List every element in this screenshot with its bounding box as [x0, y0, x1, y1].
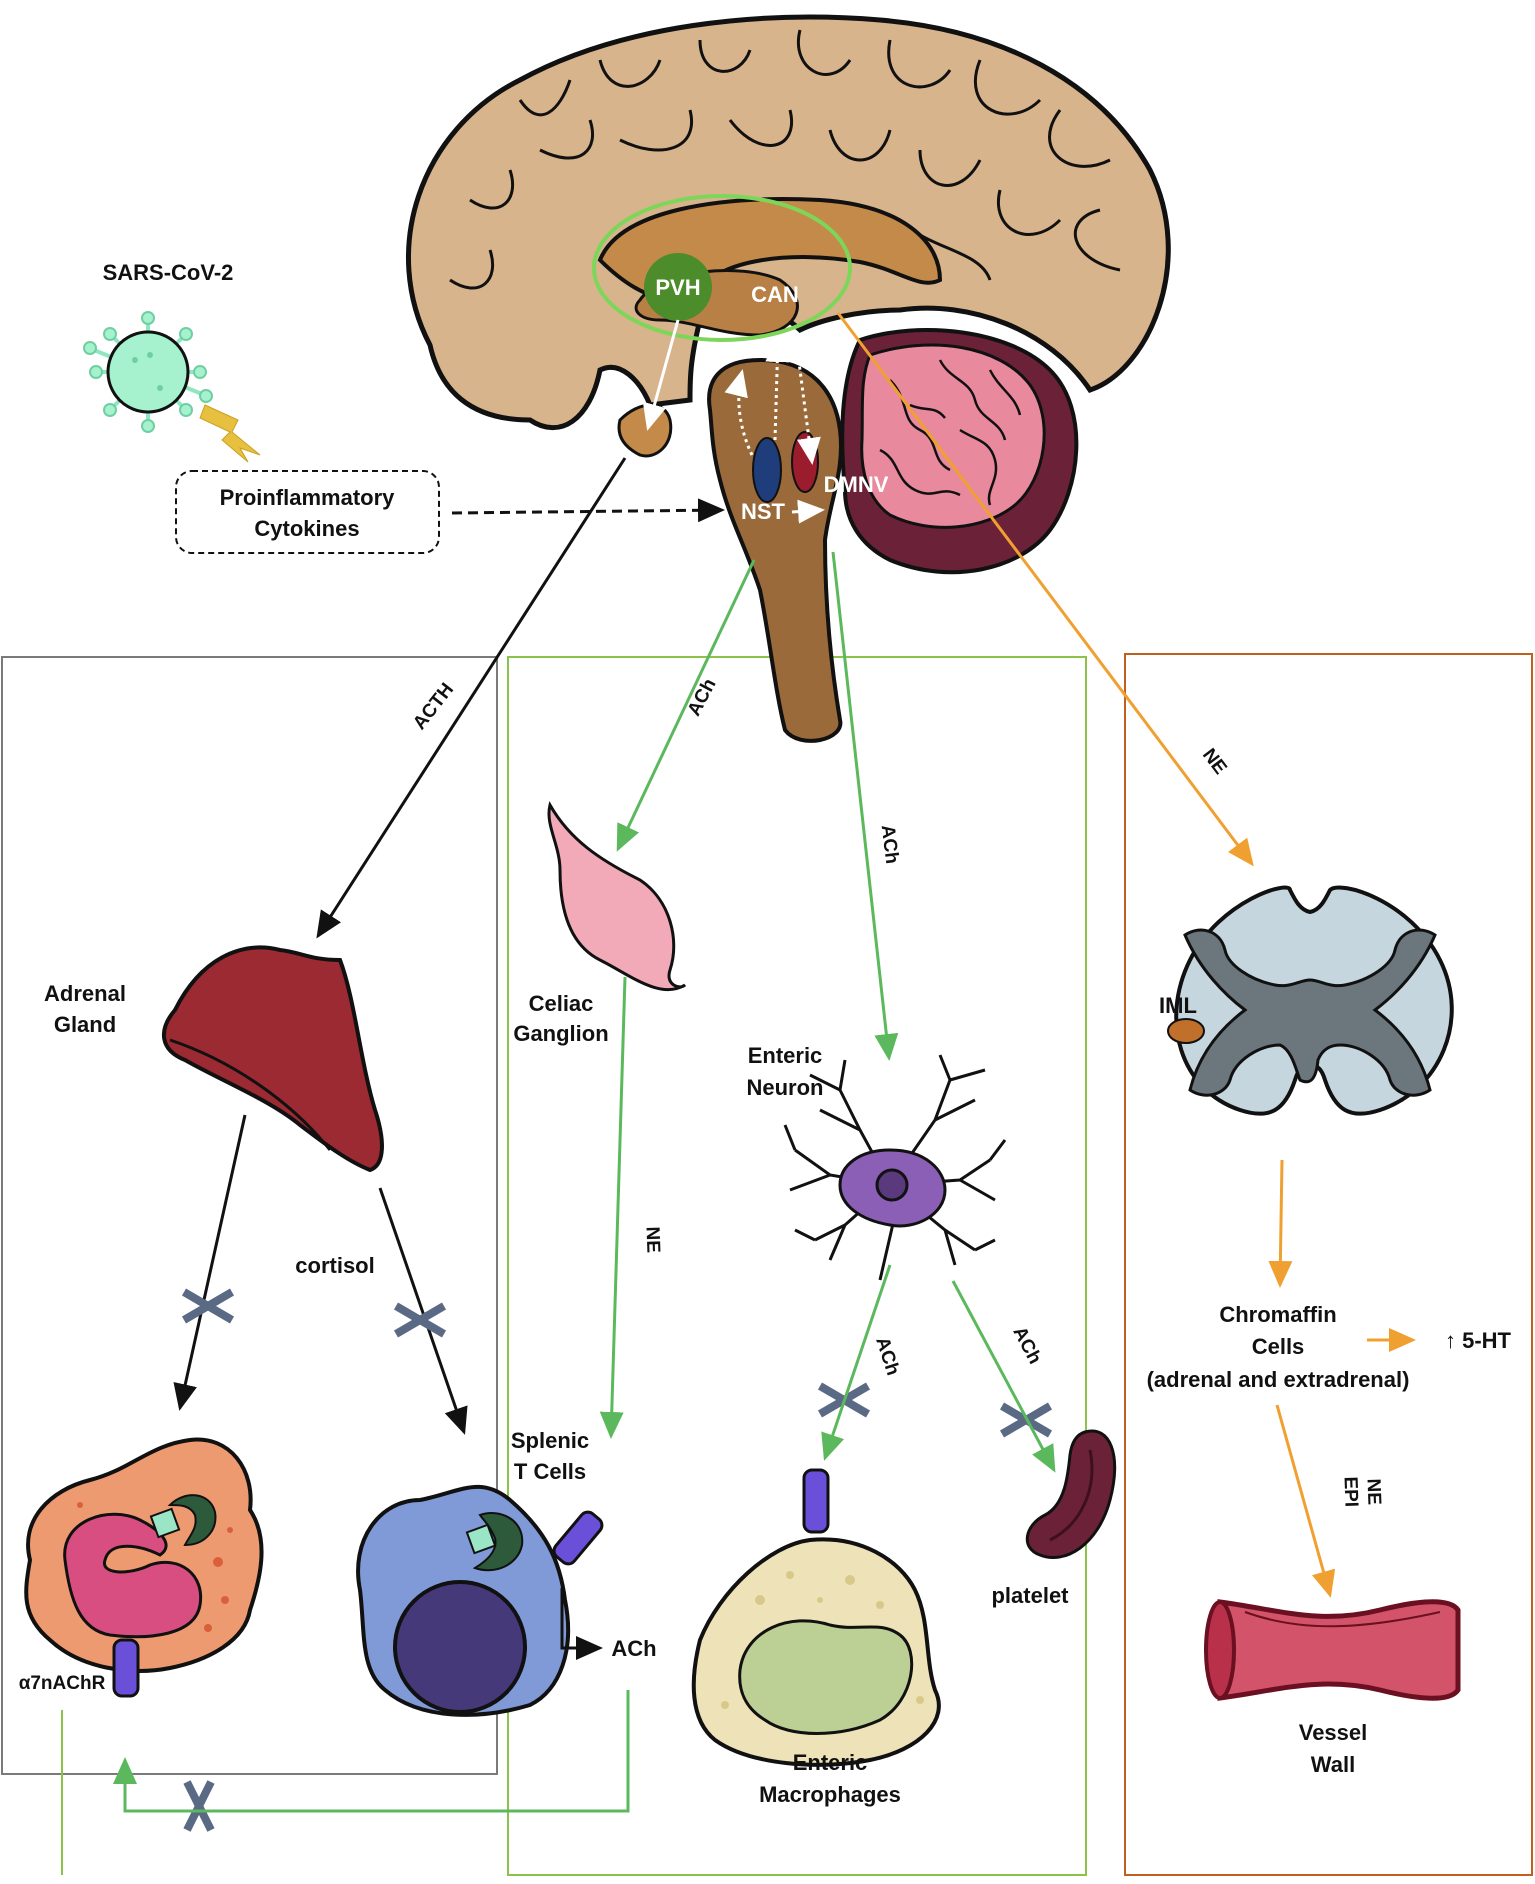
hypothalamus-outline: [592, 194, 852, 342]
serotonin-label: ↑ 5-HT: [1445, 1328, 1512, 1353]
sympathetic-pathway-box: [1124, 653, 1533, 1876]
cytokines-to-nst-arrow: [451, 498, 725, 523]
ach-celiac-label: ACh: [684, 675, 721, 719]
ach-tcell-label: ACh: [611, 1636, 656, 1661]
celiac-label-2: Ganglion: [513, 1021, 608, 1046]
cortisol-label: cortisol: [295, 1253, 374, 1278]
pvh-label: PVH: [655, 275, 700, 300]
nst-label: NST: [741, 499, 786, 524]
iml-nucleus: [1167, 1018, 1205, 1044]
receptor-channel: [112, 1638, 140, 1698]
dmnv-nucleus: [791, 431, 819, 493]
cytokines-box: [175, 470, 440, 554]
virus-spike-heads: [83, 311, 213, 433]
brain-gyri: [449, 29, 1121, 290]
vessel-label-1: Vessel: [1299, 1720, 1368, 1745]
acth-label: ACTH: [409, 679, 458, 734]
ach-to-platelet-arrow: [951, 1280, 1056, 1473]
ne-to-spinal-arrow: [836, 312, 1254, 867]
block-icon: [393, 1302, 447, 1338]
tcell-receptor-channel: [552, 1510, 604, 1566]
can-label: CAN: [751, 282, 799, 307]
immune-cell-left: [24, 1437, 264, 1698]
block-icon: [181, 1288, 235, 1324]
hpa-axis-box: [1, 656, 498, 1775]
ach-enteric-label: ACh: [877, 824, 903, 865]
adrenal-label-1: Adrenal: [44, 981, 126, 1006]
dmnv-label: DMNV: [824, 472, 889, 497]
ne-epi-label-1: NE: [1363, 1478, 1385, 1505]
chromaffin-to-vessel-arrow: [1275, 1404, 1336, 1598]
ach-to-macrophage-arrow: [821, 1264, 892, 1461]
adrenal-to-receptor-arrow: [173, 1114, 247, 1411]
nst-to-can-arrow: [765, 335, 790, 441]
nst-to-hypothalamus-arrow: [724, 369, 754, 456]
tcell-ach-release-arrow: [560, 1588, 603, 1660]
virus-label: SARS-CoV-2: [103, 260, 234, 285]
ach-macrophage-label: ACh: [871, 1334, 903, 1378]
cytokines-label-2: Cytokines: [254, 516, 359, 541]
adrenal-to-tcell-arrow: [378, 1187, 468, 1435]
chromaffin-label-1: Chromaffin: [1219, 1302, 1336, 1327]
splenic-label-2: T Cells: [514, 1459, 586, 1484]
ach-to-enteric-arrow: [831, 551, 899, 1061]
enteric-macrophage: [691, 1468, 941, 1767]
cerebellum-inner: [860, 343, 1046, 529]
nst-nucleus: [752, 437, 782, 503]
platelet-cell: [1025, 1429, 1117, 1560]
adrenal-gland: [161, 945, 384, 1173]
virus-body: [106, 330, 190, 414]
cytokines-label-1: Proinflammatory: [220, 485, 396, 510]
chromaffin-label-3: (adrenal and extradrenal): [1147, 1367, 1410, 1392]
ne-splenic-label: NE: [642, 1226, 664, 1253]
adrenal-inner-line: [169, 1038, 332, 1151]
ach-to-celiac-arrow: [616, 559, 756, 852]
ach-platelet-label: ACh: [1008, 1323, 1045, 1367]
chromaffin-label-2: Cells: [1252, 1334, 1305, 1359]
virus-surface-dots: [132, 352, 163, 391]
pituitary: [617, 403, 673, 458]
can-to-dmnv-arrow: [793, 331, 821, 465]
celiac-ganglion: [547, 801, 687, 992]
receptor-label: α7nAChR: [19, 1673, 106, 1694]
macrophage-label-2: Macrophages: [759, 1782, 901, 1807]
enteric-neuron: [783, 1054, 1007, 1281]
adrenal-label-2: Gland: [54, 1012, 116, 1037]
spinal-to-chromaffin-arrow: [1268, 1159, 1293, 1288]
ne-epi-label-2: EPI: [1339, 1476, 1361, 1507]
lightning-bolt-icon: [199, 404, 261, 463]
block-icon: [183, 1780, 215, 1832]
brain: PVH CAN NST DMNV: [406, 14, 1171, 743]
sars-cov-2-virus: SARS-CoV-2: [83, 260, 234, 433]
splenic-t-cell: [356, 1484, 604, 1717]
vessel-wall: [1204, 1599, 1461, 1701]
nst-to-dmnv-arrow: [791, 499, 825, 524]
acth-arrow: [316, 457, 627, 939]
enteric-neuron-label-1: Enteric: [748, 1043, 823, 1068]
iml-label: IML: [1159, 993, 1197, 1018]
spinal-cord: [1167, 885, 1454, 1116]
ne-spinal-label: NE: [1198, 745, 1231, 779]
vessel-label-2: Wall: [1311, 1752, 1355, 1777]
ach-feedback-arrow: [113, 1690, 630, 1813]
splenic-label-1: Splenic: [511, 1428, 589, 1453]
ne-to-splenic-arrow: [599, 976, 627, 1439]
pvh-to-pituitary-arrow: [642, 319, 680, 431]
macrophage-label-1: Enteric: [793, 1750, 868, 1775]
celiac-label-1: Celiac: [529, 991, 594, 1016]
enteric-neuron-label-2: Neuron: [747, 1075, 824, 1100]
platelet-label: platelet: [991, 1583, 1069, 1608]
macrophage-receptor-channel: [802, 1468, 830, 1534]
pvh-node: [644, 253, 712, 321]
